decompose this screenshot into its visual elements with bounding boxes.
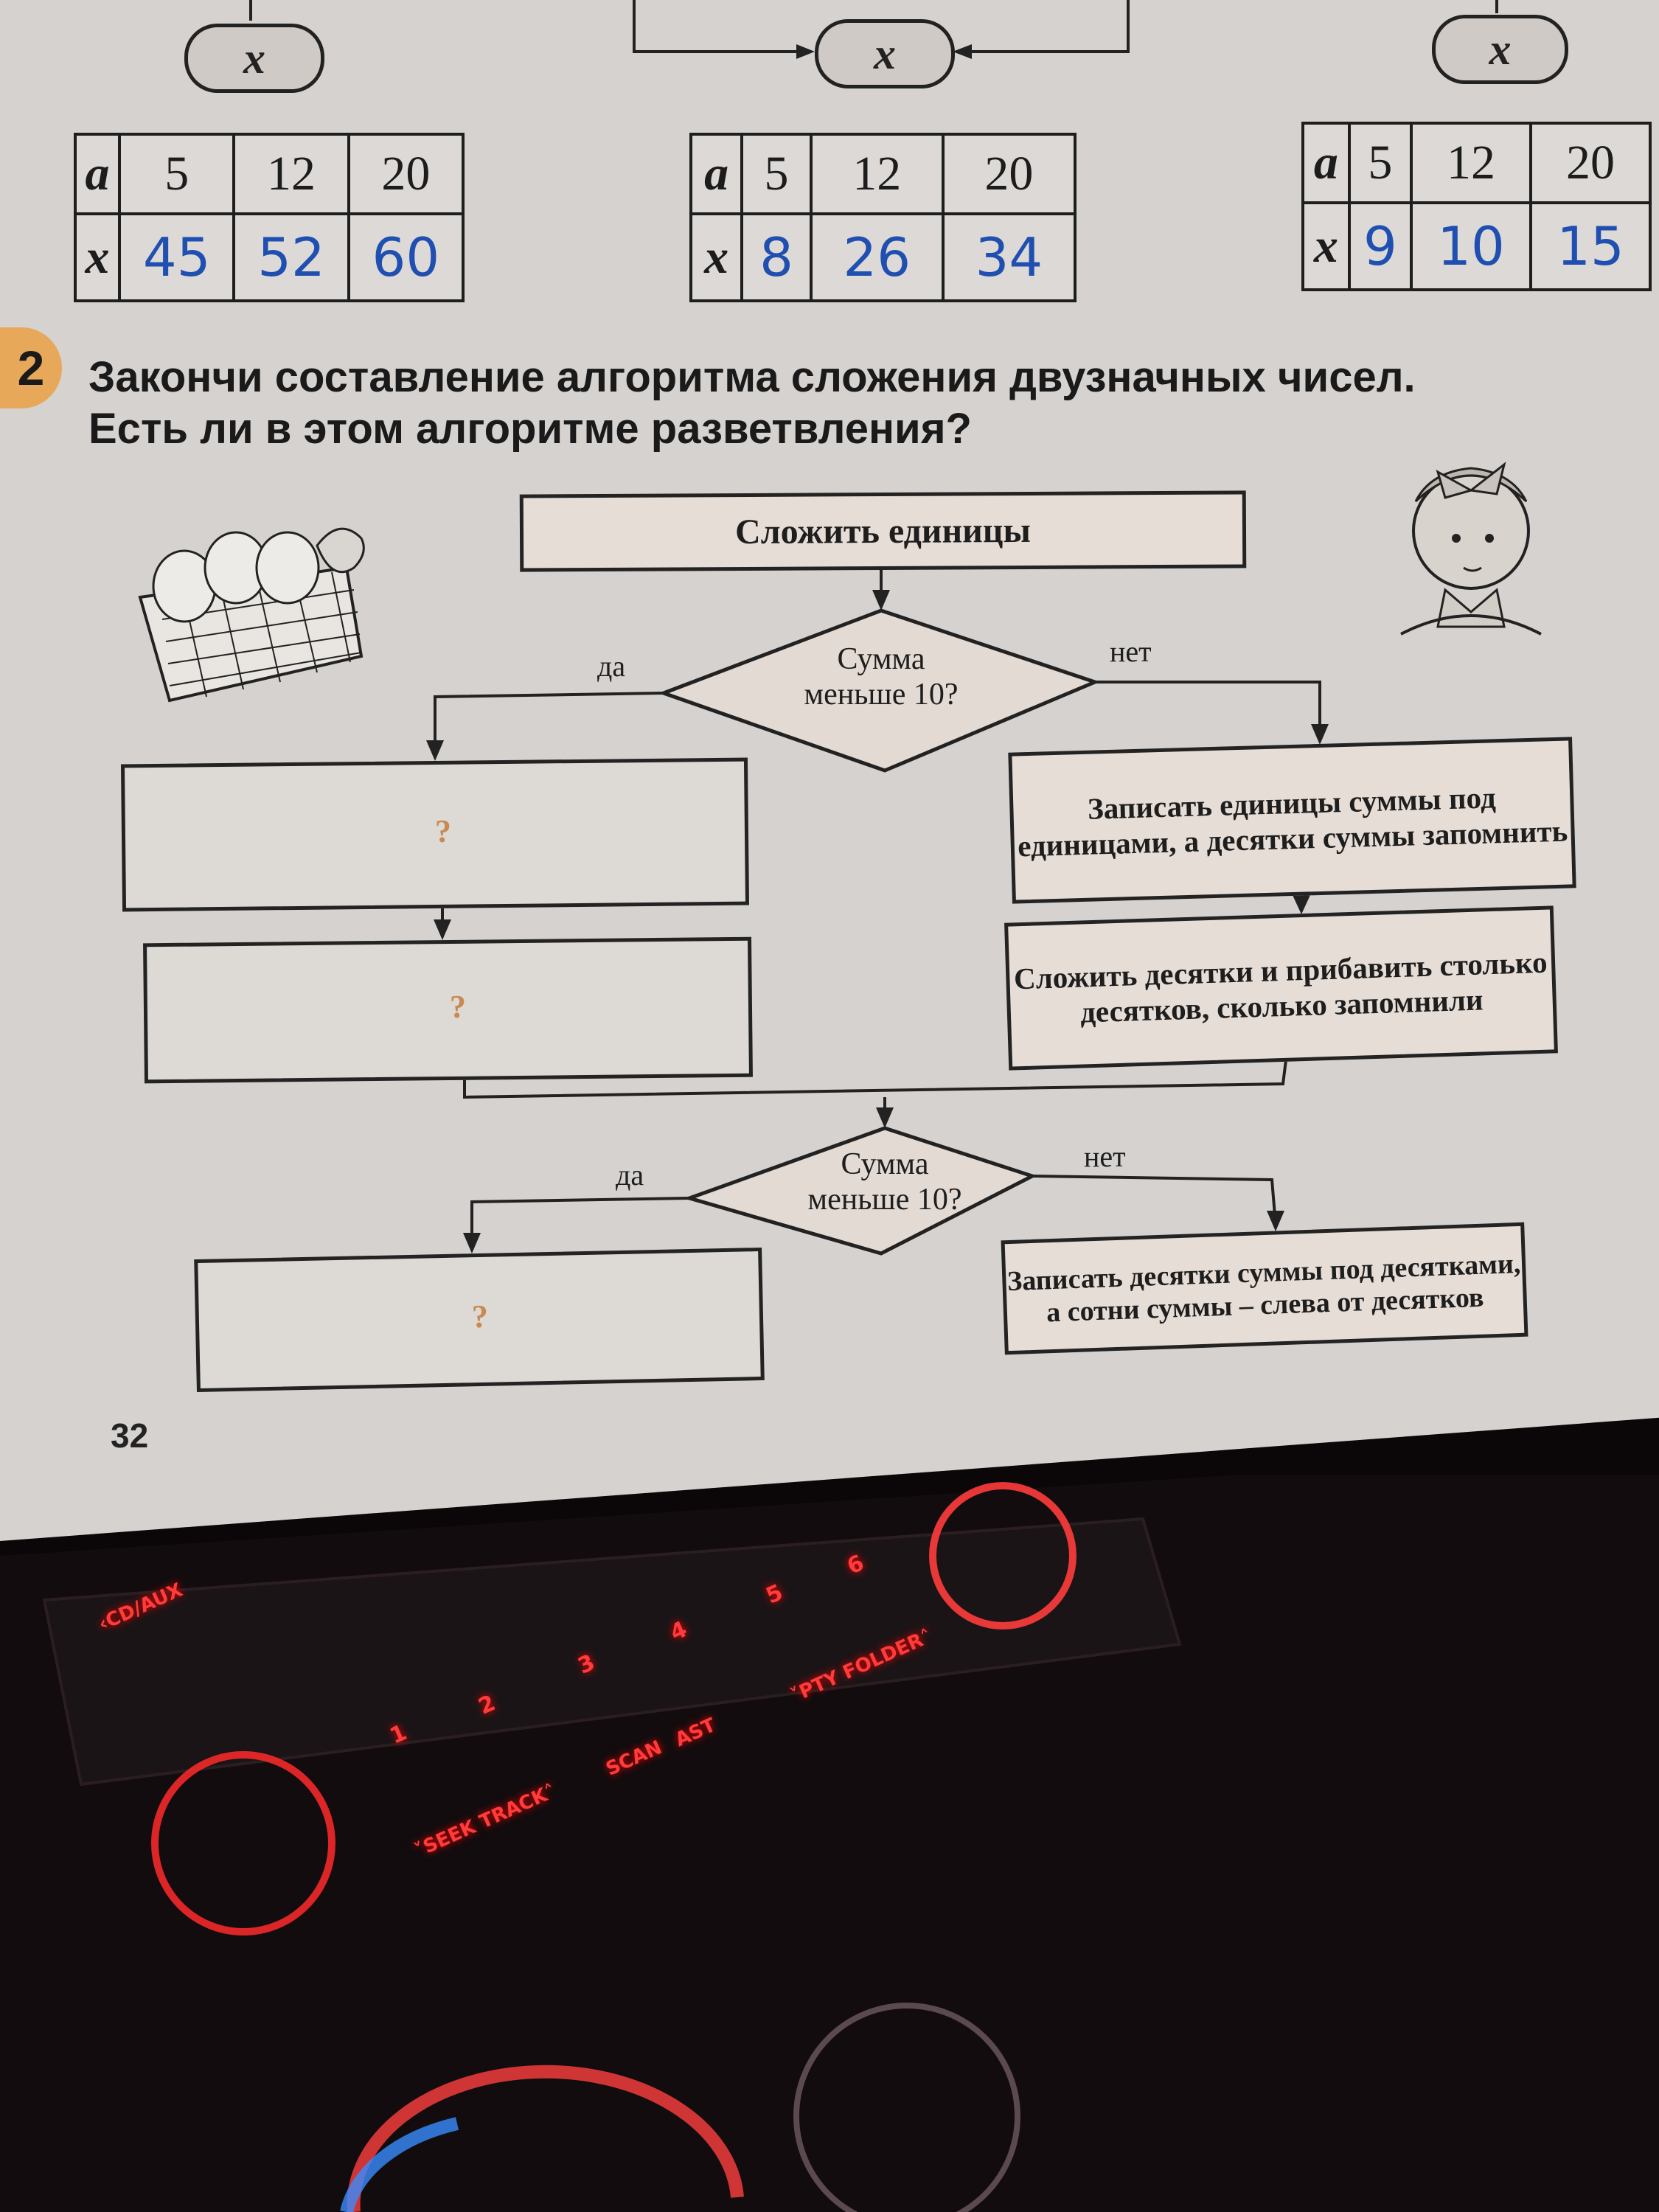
answer-box-3[interactable]: ? — [194, 1247, 765, 1393]
page-number: 32 — [111, 1416, 149, 1455]
task-title-line-1: Закончи составление алгоритма сложения д… — [88, 353, 1416, 401]
value-table-3: a 5 12 20 x 9 10 15 — [1301, 122, 1652, 292]
decision-2-line-2: меньше 10? — [807, 1183, 962, 1217]
output-x-pill-1: x — [184, 24, 324, 93]
task-number-badge: 2 — [0, 327, 62, 408]
a-label: a — [73, 133, 122, 215]
x-cell-handwritten[interactable]: 26 — [809, 212, 945, 303]
task-title-line-2: Есть ли в этом алгоритме разветвления? — [88, 405, 972, 453]
decision-1-text: Сумма меньше 10? — [759, 641, 1003, 712]
flowchart-connectors — [426, 568, 1329, 1256]
carry-ones-box: Записать единицы суммы под единицами, а … — [1008, 737, 1576, 904]
placeholder-mark: ? — [449, 988, 467, 1025]
a-cell: 12 — [232, 133, 350, 215]
a-cell: 12 — [809, 133, 945, 215]
placeholder-mark: ? — [434, 813, 452, 849]
value-table-2: a 5 12 20 x 8 26 34 — [689, 133, 1077, 303]
egg-basket-icon — [138, 527, 365, 703]
no-label-1: нет — [1110, 635, 1152, 668]
a-cell: 12 — [1410, 122, 1533, 204]
value-table-1: a 5 12 20 x 45 52 60 — [73, 133, 465, 303]
top-connectors — [249, 0, 1498, 59]
answer-box-1[interactable]: ? — [120, 757, 750, 912]
car-radio-panel — [0, 1475, 1659, 2212]
output-x-pill-2: x — [815, 19, 955, 88]
a-cell: 5 — [740, 133, 813, 215]
add-tens-box: Сложить десятки и прибавить столько деся… — [1004, 905, 1558, 1071]
x-cell-handwritten[interactable]: 8 — [740, 212, 813, 303]
x-cell-handwritten[interactable]: 60 — [347, 212, 465, 303]
placeholder-mark: ? — [471, 1298, 489, 1335]
a-cell: 5 — [118, 133, 236, 215]
decision-2-line-1: Сумма — [841, 1147, 929, 1181]
x-cell-handwritten[interactable]: 34 — [941, 212, 1077, 303]
write-tens-box: Записать десятки суммы под десятками, а … — [1001, 1222, 1528, 1355]
a-cell: 20 — [941, 133, 1077, 215]
x-cell-handwritten[interactable]: 9 — [1347, 201, 1413, 292]
x-label: x — [73, 212, 122, 303]
output-x-pill-3: x — [1432, 15, 1568, 84]
decision-diamond-1 — [658, 608, 1101, 773]
a-cell: 5 — [1347, 122, 1413, 204]
x-cell-handwritten[interactable]: 52 — [232, 212, 350, 303]
workbook-page: x x x a 5 12 20 x 45 52 60 a 5 12 20 — [0, 0, 1659, 1541]
answer-box-2[interactable]: ? — [143, 936, 753, 1084]
a-label: a — [689, 133, 744, 215]
x-label: x — [689, 212, 744, 303]
x-cell-handwritten[interactable]: 45 — [118, 212, 236, 303]
decision-1-line-1: Сумма — [837, 642, 925, 676]
decision-2-text: Сумма меньше 10? — [763, 1147, 1006, 1217]
x-label: x — [1301, 201, 1351, 292]
a-label: a — [1301, 122, 1351, 204]
yes-label-2: да — [616, 1158, 644, 1192]
start-step-box: Сложить единицы — [519, 490, 1247, 572]
decision-1-line-2: меньше 10? — [804, 678, 959, 712]
x-cell-handwritten[interactable]: 10 — [1410, 201, 1533, 292]
a-cell: 20 — [347, 133, 465, 215]
no-label-2: нет — [1084, 1140, 1126, 1173]
yes-label-1: да — [597, 650, 626, 683]
a-cell: 20 — [1529, 122, 1652, 204]
decision-diamond-2 — [683, 1126, 1037, 1256]
girl-with-bow-icon — [1400, 462, 1542, 636]
x-cell-handwritten[interactable]: 15 — [1529, 201, 1652, 292]
